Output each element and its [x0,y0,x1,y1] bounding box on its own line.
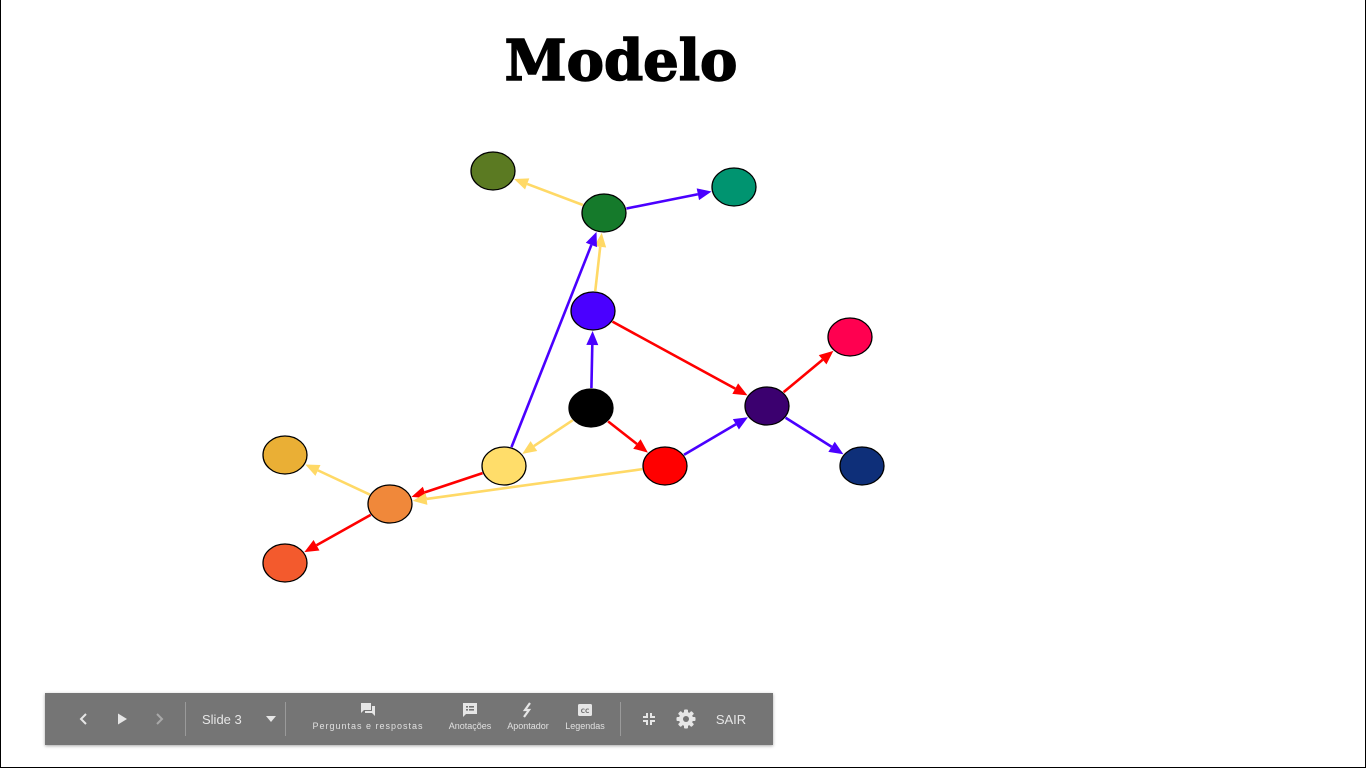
node-blue [570,291,616,331]
edge-line [533,419,574,448]
node-red [642,446,688,486]
arrowhead [633,439,648,453]
notes-button[interactable]: Anotações [445,702,495,731]
captions-button[interactable]: CC Legendas [559,702,611,731]
edge-line [626,192,699,210]
edge-purple-to-navy [784,416,844,455]
edge-blue-to-darkgreen [593,232,607,292]
edge-line [526,182,584,207]
slide-selector-label: Slide 3 [202,711,242,727]
chevron-right-icon [156,713,164,725]
notes-label: Anotações [448,721,492,731]
exit-button[interactable]: SAIR [709,707,753,731]
node-crimson [827,317,873,357]
presentation-toolbar: Slide 3 Perguntas e respostas Anotações … [45,693,773,745]
edge-yellow-to-darkgreen [510,231,597,448]
edge-line [510,244,593,448]
node-navy [839,446,885,486]
arrowhead [818,350,834,365]
captions-label: Legendas [565,721,605,731]
arrowhead [828,441,844,455]
edge-line [593,246,602,292]
svg-text:CC: CC [581,708,590,715]
node-gold [262,435,308,475]
exit-fullscreen-button[interactable] [639,709,659,729]
slide-title: Modelo [504,27,738,95]
edge-black-to-red [607,420,648,453]
pointer-button[interactable]: Apontador [503,702,553,731]
caret-down-icon [265,716,276,722]
arrowhead [594,232,607,248]
edge-line [424,471,483,494]
nodes-layer [262,151,885,583]
toolbar-divider [185,702,186,736]
edge-red-to-purple [683,417,748,456]
arrowhead [514,178,530,190]
node-yellow [481,446,527,486]
edge-darkgreen-to-olive [514,178,584,207]
edge-black-to-blue [586,330,599,389]
qa-button[interactable]: Perguntas e respostas [301,702,435,731]
node-redorange [262,543,308,583]
arrowhead [522,441,538,454]
settings-button[interactable] [675,708,697,730]
next-slide-button[interactable] [148,707,170,731]
arrowhead [585,231,597,248]
edges-layer [304,178,844,553]
edge-line [782,358,824,394]
speaker-notes-icon [463,703,477,717]
node-olive [470,151,516,191]
play-button[interactable] [111,707,133,731]
slide-selector[interactable]: Slide 3 [195,707,283,731]
forum-icon [361,703,375,716]
arrowhead [304,540,320,553]
toolbar-divider [620,702,621,736]
arrowhead [586,330,599,346]
previous-slide-button[interactable] [73,707,95,731]
edge-blue-to-purple [611,320,748,396]
edge-yellow-to-orange [411,471,483,499]
edge-purple-to-crimson [782,350,834,394]
node-darkgreen [581,193,627,233]
node-orange [367,484,413,524]
edge-orange-to-redorange [304,513,372,553]
gear-icon [676,709,696,729]
play-icon [118,713,127,725]
exit-label: SAIR [715,711,747,727]
edge-black-to-yellow [522,419,574,454]
edge-line [426,467,643,501]
edge-line [611,320,736,390]
edge-line [607,420,638,445]
edge-line [317,469,371,496]
network-diagram [262,151,885,583]
edge-line [590,344,594,389]
fullscreen-exit-icon [643,713,655,725]
laser-pointer-icon [522,702,532,718]
edge-line [683,423,737,456]
arrowhead [305,464,321,476]
closed-captions-icon: CC [578,704,592,716]
arrowhead [412,493,428,505]
node-teal [711,167,757,207]
pointer-label: Apontador [507,721,549,731]
node-purple [744,386,790,426]
edge-line [315,513,372,547]
qa-label: Perguntas e respostas [312,721,424,731]
arrowhead [696,188,712,201]
node-black [568,388,614,428]
edge-red-to-orange [412,467,643,505]
edge-orange-to-gold [305,464,371,496]
edge-line [784,416,833,448]
arrowhead [732,417,748,430]
chevron-left-icon [79,713,87,725]
toolbar-divider [285,702,286,736]
edge-darkgreen-to-teal [626,188,712,210]
arrowhead [732,383,748,396]
